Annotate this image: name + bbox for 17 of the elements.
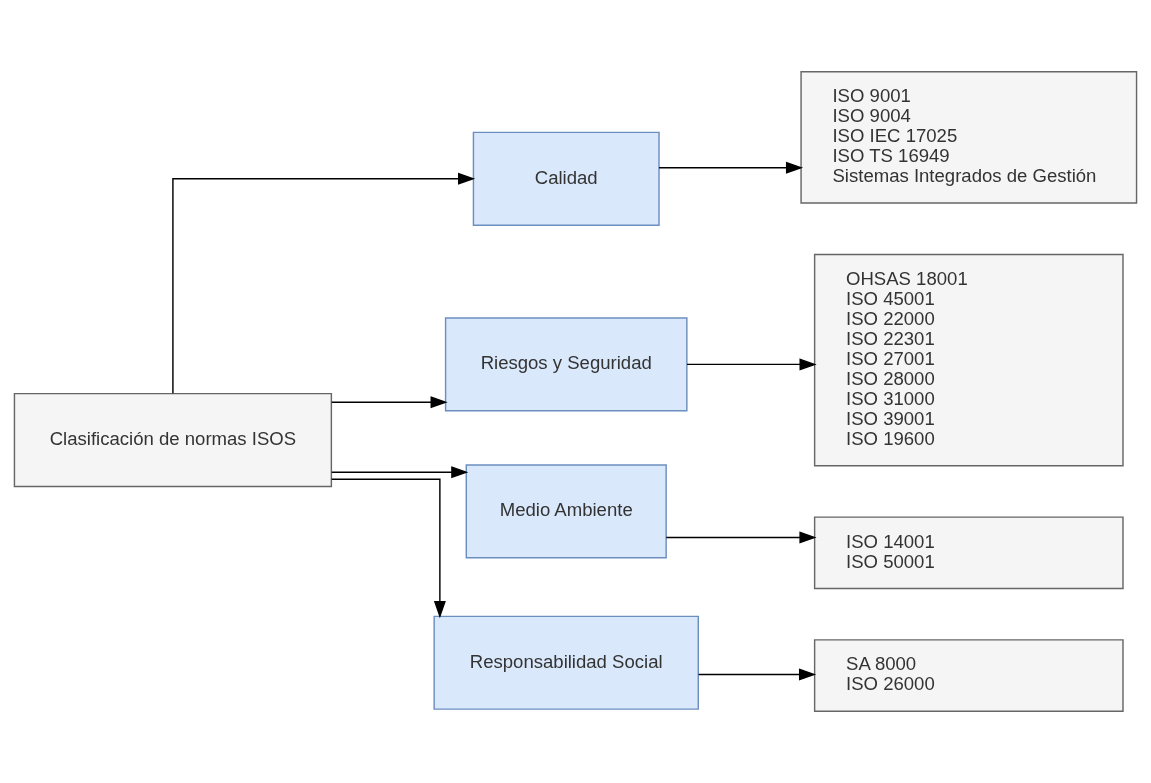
arrow [172,172,476,395]
node-box: Medio Ambiente [465,464,667,559]
node-box: SA 8000 ISO 26000 [813,639,1124,712]
node-box: Calidad [472,131,660,226]
node-box: OHSAS 18001 ISO 45001 ISO 22000 ISO 22301 ISO 27001 ISO 28000 ISO 31000 ISO 39001 ISO 19600 [813,253,1124,467]
arrow [697,668,817,681]
node-box: ISO 14001 ISO 50001 [813,516,1124,590]
arrow [665,531,817,544]
node-box: ISO 9001 ISO 9004 ISO IEC 17025 ISO TS 16949 Sistemas Integrados de Gestión [800,71,1138,204]
node-box: Clasificación de normas ISOS [13,392,333,488]
arrow [331,466,469,479]
arrow [658,161,804,174]
arrow [686,358,817,371]
node-box: Responsabilidad Social [433,615,699,710]
node-box: Riesgos y Seguridad [444,317,688,412]
arrow [331,396,448,409]
arrow [330,478,446,619]
